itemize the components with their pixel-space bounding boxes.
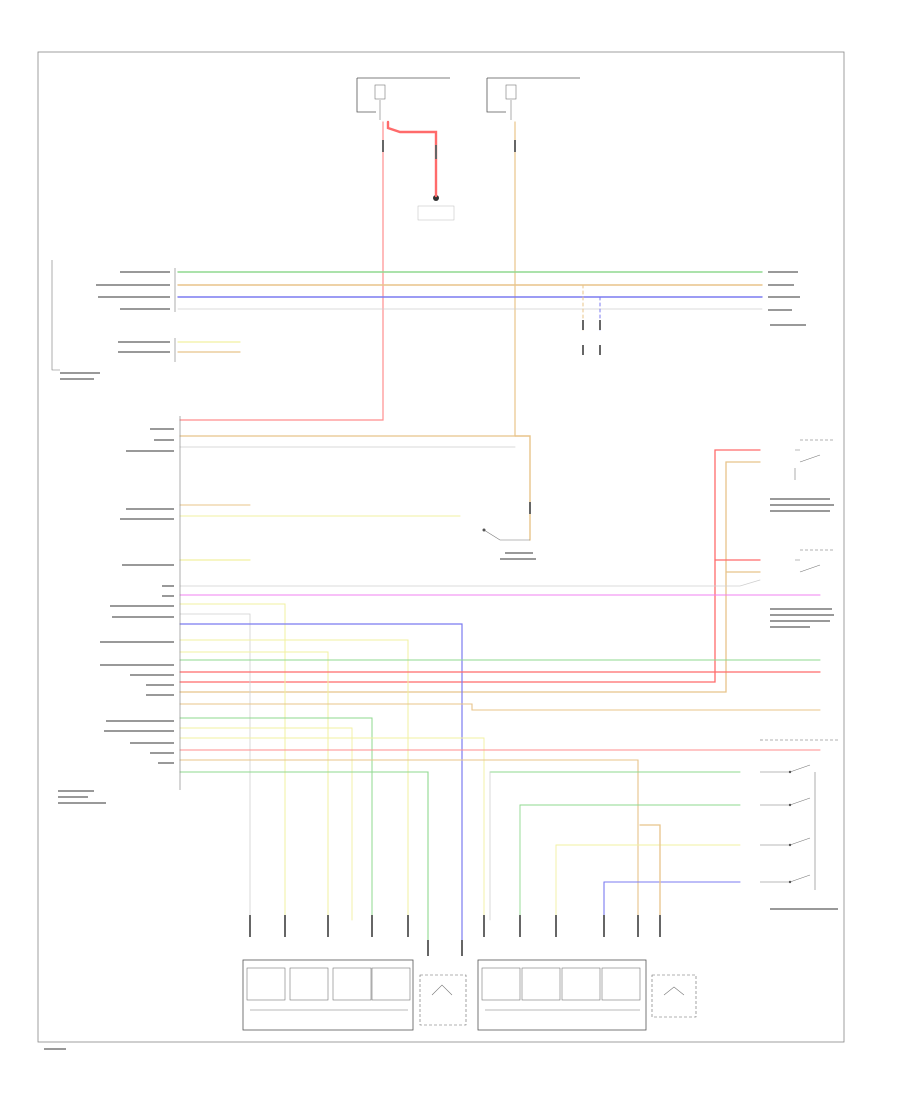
motor-small-right: [651, 974, 697, 1018]
motor-group-right: [477, 959, 647, 1031]
wire-orange-drop: [514, 435, 531, 541]
wire-red-right: [179, 449, 761, 683]
fuse-box-left: [356, 77, 450, 120]
seat-adjustment-switch: [760, 739, 840, 890]
motor-group-left: [242, 959, 414, 1031]
diagram-frame: [37, 51, 845, 1043]
right-label-marks: [768, 271, 838, 910]
wires: [177, 120, 821, 941]
footer-code: [44, 1048, 66, 1050]
wire-red-main: [179, 121, 384, 421]
wire-red-top: [386, 120, 438, 198]
left-label-column: [58, 271, 174, 804]
left-module-bracket: [51, 260, 181, 790]
wire-orange-right: [179, 461, 761, 693]
wire-orange-main: [179, 121, 516, 437]
right-switch-upper: [794, 439, 835, 480]
power-distribution-component: [417, 195, 455, 221]
fuse-box-right: [486, 77, 580, 120]
lumbar-motor: [419, 974, 467, 1026]
connector-stubs: [249, 140, 661, 956]
middle-switch: [482, 528, 536, 560]
right-switch-middle: [795, 549, 835, 573]
